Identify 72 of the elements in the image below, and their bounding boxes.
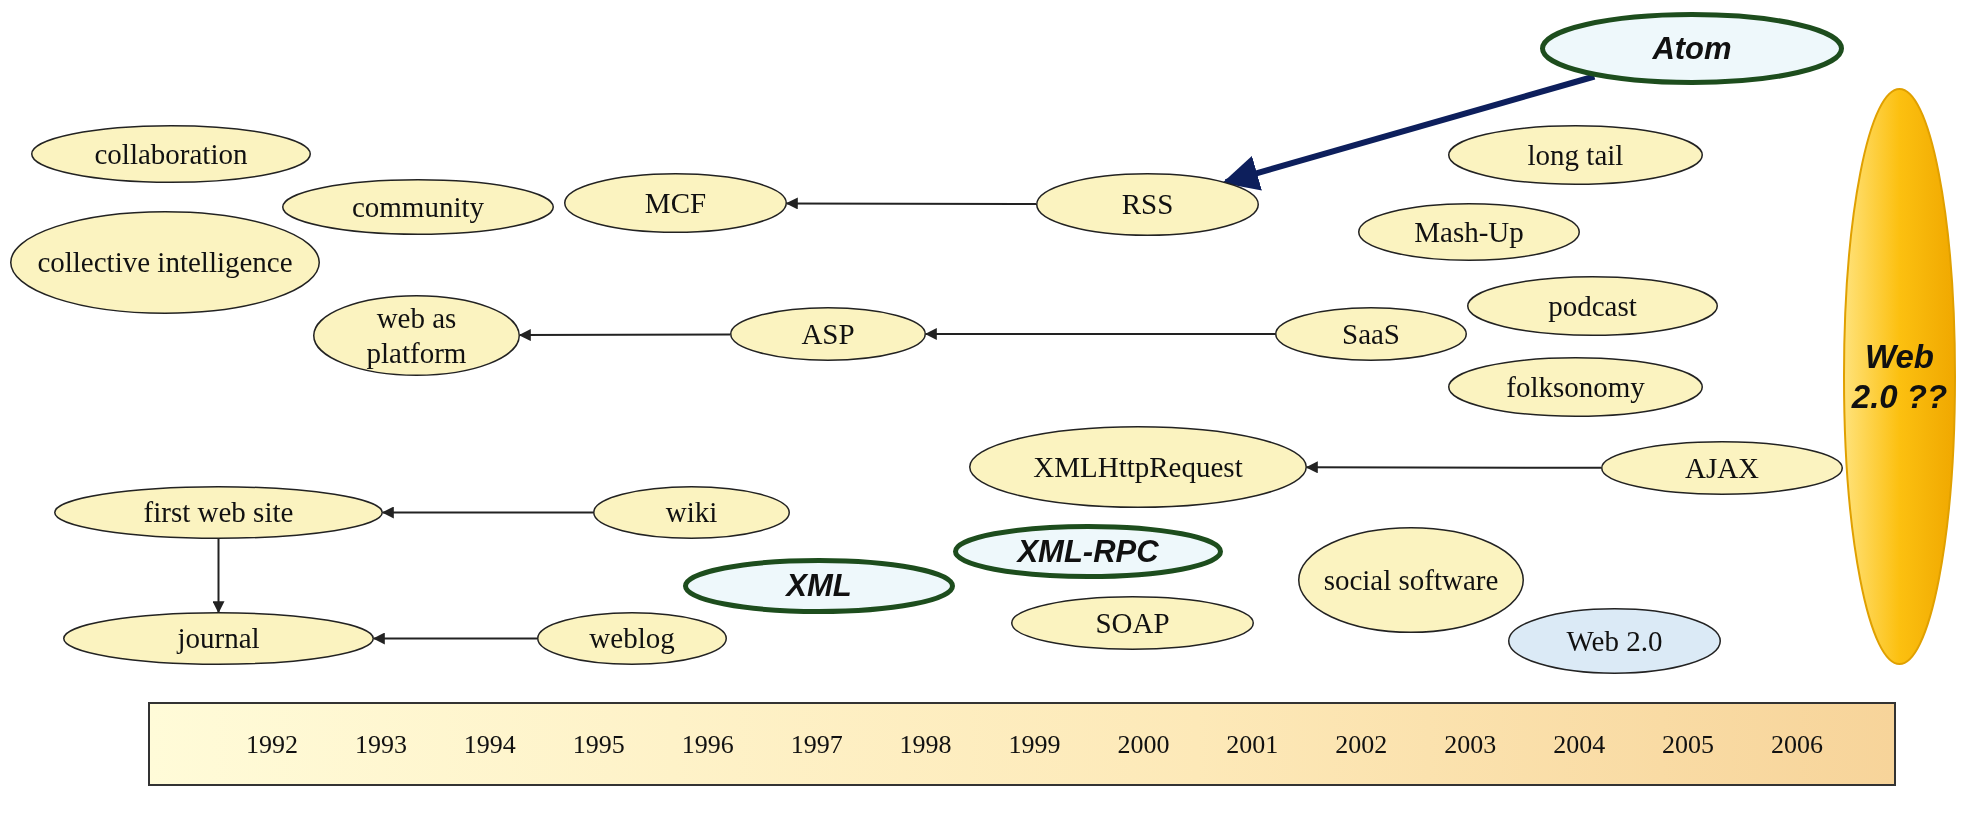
concept-ellipse	[1275, 307, 1467, 361]
year-label: 2006	[1771, 730, 1823, 760]
concept-label: XML	[784, 567, 853, 605]
year-label: 2003	[1444, 730, 1497, 760]
arrow	[785, 197, 1037, 210]
concept-ellipse	[1540, 12, 1844, 85]
concept-ellipse	[1448, 125, 1703, 185]
concept-label: SaaS	[1341, 316, 1401, 352]
year-label: 1999	[1008, 730, 1061, 760]
year-label: 2004	[1553, 730, 1606, 760]
concept-ellipse	[1298, 527, 1524, 633]
year-label: 1992	[246, 730, 298, 760]
concept-ellipse	[31, 125, 311, 183]
concept-label: community	[350, 189, 486, 225]
arrow	[381, 506, 594, 519]
concept-label: Web 2.0 ??	[1850, 336, 1949, 417]
concept-label: journal	[175, 621, 261, 656]
concept-ellipse	[1601, 441, 1843, 495]
concept-label: collective intelligence	[36, 245, 294, 280]
arrow	[1305, 461, 1602, 474]
year-label: 1994	[463, 730, 516, 760]
arrow	[212, 538, 225, 614]
concept-ellipse	[313, 295, 520, 376]
concept-ellipse	[1508, 608, 1721, 674]
concept-ellipse	[1011, 596, 1254, 650]
concept-ellipse	[54, 486, 383, 539]
concept-label: web as platform	[365, 300, 468, 371]
concept-ellipse	[1448, 357, 1703, 417]
year-label: 1997	[790, 730, 843, 760]
concept-label: Atom	[1651, 29, 1733, 68]
concept-ellipse	[593, 486, 790, 539]
concept-ellipse	[730, 307, 926, 361]
concept-label: MCF	[643, 185, 708, 221]
year-label: 2001	[1226, 730, 1279, 760]
concept-label: collaboration	[93, 136, 249, 172]
concept-label: wiki	[664, 495, 719, 530]
concept-ellipse	[282, 179, 554, 235]
concept-label: social software	[1322, 562, 1500, 598]
year-label: 1998	[899, 730, 952, 760]
year-label: 1996	[681, 730, 734, 760]
concept-label: AJAX	[1683, 450, 1761, 486]
arrow	[372, 632, 538, 645]
arrow	[1222, 73, 1596, 191]
year-label: 1993	[354, 730, 407, 760]
concept-label: weblog	[588, 621, 676, 656]
year-label: 2000	[1117, 730, 1170, 760]
concept-label: XML-RPC	[1015, 532, 1160, 571]
concept-ellipse	[683, 558, 955, 614]
concept-label: SOAP	[1094, 605, 1171, 641]
arrow	[924, 328, 1276, 340]
concept-ellipse	[1036, 173, 1259, 236]
year-label: 2002	[1335, 730, 1388, 760]
year-label: 1995	[572, 730, 625, 760]
concept-label: first web site	[142, 495, 295, 530]
concept-ellipse	[10, 211, 320, 314]
concept-label: folksonomy	[1505, 369, 1646, 405]
concept-label: Mash-Up	[1413, 214, 1525, 250]
concept-label: ASP	[800, 316, 856, 352]
concept-ellipse	[63, 612, 374, 665]
year-label: 2005	[1662, 730, 1715, 760]
concept-ellipse	[1467, 276, 1718, 336]
concept-label: XMLHttpRequest	[1032, 449, 1244, 485]
concept-ellipse	[537, 612, 727, 665]
concept-ellipse	[953, 524, 1223, 579]
concept-label: long tail	[1526, 137, 1625, 173]
concept-ellipse	[1843, 88, 1956, 665]
concept-label: Web 2.0	[1565, 623, 1664, 659]
concept-label: RSS	[1120, 187, 1175, 222]
concept-ellipse	[1358, 203, 1580, 261]
concept-ellipse	[969, 426, 1307, 508]
concept-ellipse	[564, 173, 787, 233]
concept-label: podcast	[1547, 288, 1638, 324]
